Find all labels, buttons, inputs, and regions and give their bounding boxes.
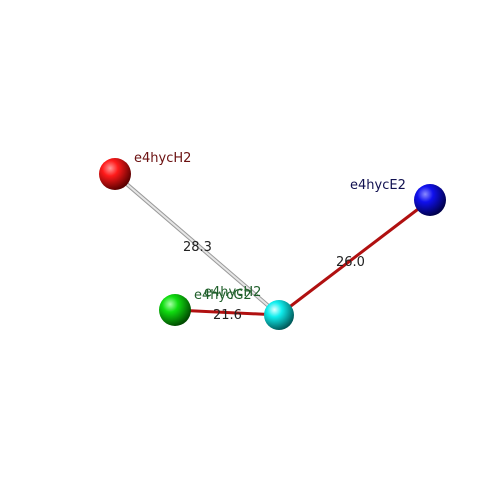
distance-line-blue-cyan — [278, 198, 431, 317]
atom-red-sphere[interactable] — [99, 158, 131, 190]
atom-blue-label: e4hycE2 — [350, 178, 406, 193]
distance-label-red-cyan: 28.3 — [183, 240, 212, 255]
atom-cyan-label: e4hycH2 — [204, 285, 261, 300]
atom-blue-sphere[interactable] — [414, 184, 446, 216]
atom-cyan-sphere[interactable] — [264, 300, 294, 330]
atom-green-label: e4hycG2 — [194, 288, 252, 303]
distance-label-green-cyan: 21.6 — [213, 308, 242, 323]
distance-line-red-cyan — [113, 172, 281, 317]
distance-label-blue-cyan: 26.0 — [336, 255, 365, 270]
distance-line-green-cyan — [174, 308, 280, 317]
atom-red-label: e4hycH2 — [134, 151, 191, 166]
atom-green-sphere[interactable] — [159, 294, 191, 326]
